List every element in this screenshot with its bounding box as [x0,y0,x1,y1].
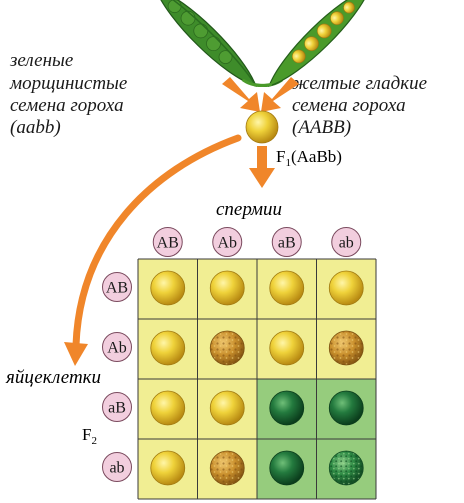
seed-yellow-wrinkled [209,450,245,486]
seed-yellow-wrinkled [328,330,364,366]
egg-label: яйцеклетки [5,367,101,388]
egg-alleles: AB Ab aB ab [102,272,132,482]
f1-seed [245,110,279,144]
sperm-allele-ab: ab [331,227,362,257]
seed-yellow-smooth [150,450,186,486]
allele-text: AB [157,235,179,252]
seed-green-smooth [269,450,305,486]
down-arrow-icon [249,146,275,188]
allele-text: ab [109,460,124,477]
sperm-label: спермии [216,199,282,220]
sperm-alleles: AB Ab aB ab [152,227,362,257]
seed-yellow-smooth [209,270,245,306]
seed-yellow-smooth [269,270,305,306]
seed-yellow-smooth [209,390,245,426]
allele-text: aB [108,400,126,417]
seed-yellow-smooth [150,390,186,426]
punnett-square [137,258,377,500]
seed-yellow-smooth [150,270,186,306]
arrow-left-icon [222,77,260,112]
allele-text: Ab [107,340,127,357]
egg-allele-AB: AB [102,272,132,302]
left-parent-label: зеленые морщинистые семена гороха (aabb) [9,50,132,138]
allele-text: ab [339,235,354,252]
seed-yellow-smooth [269,330,305,366]
seed-yellow-smooth [328,270,364,306]
sperm-allele-AB: AB [152,227,183,257]
allele-text: AB [106,280,128,297]
allele-text: aB [278,235,296,252]
f1-label: F1(AaBb) [276,147,342,169]
seed-yellow-smooth [150,330,186,366]
yellow-pea-pod-icon [242,0,371,88]
cross-arrows [222,77,299,112]
arrow-right-icon [261,77,299,112]
egg-arrow-icon [72,134,242,349]
green-pea-pod-icon [154,0,283,88]
f2-label: F2 [82,425,97,447]
egg-arrow-head-icon [64,342,88,366]
sperm-allele-Ab: Ab [212,227,243,257]
egg-allele-ab: ab [102,452,132,482]
right-parent-label: желтые гладкие семена гороха (AABB) [292,73,432,138]
seed-green-smooth [328,390,364,426]
egg-allele-aB: aB [102,392,132,422]
egg-allele-Ab: Ab [102,332,132,362]
seed-green-smooth [269,390,305,426]
sperm-allele-aB: aB [271,227,302,257]
allele-text: Ab [217,235,237,252]
seed-green-wrinkled [328,450,364,486]
seed-yellow-wrinkled [209,330,245,366]
